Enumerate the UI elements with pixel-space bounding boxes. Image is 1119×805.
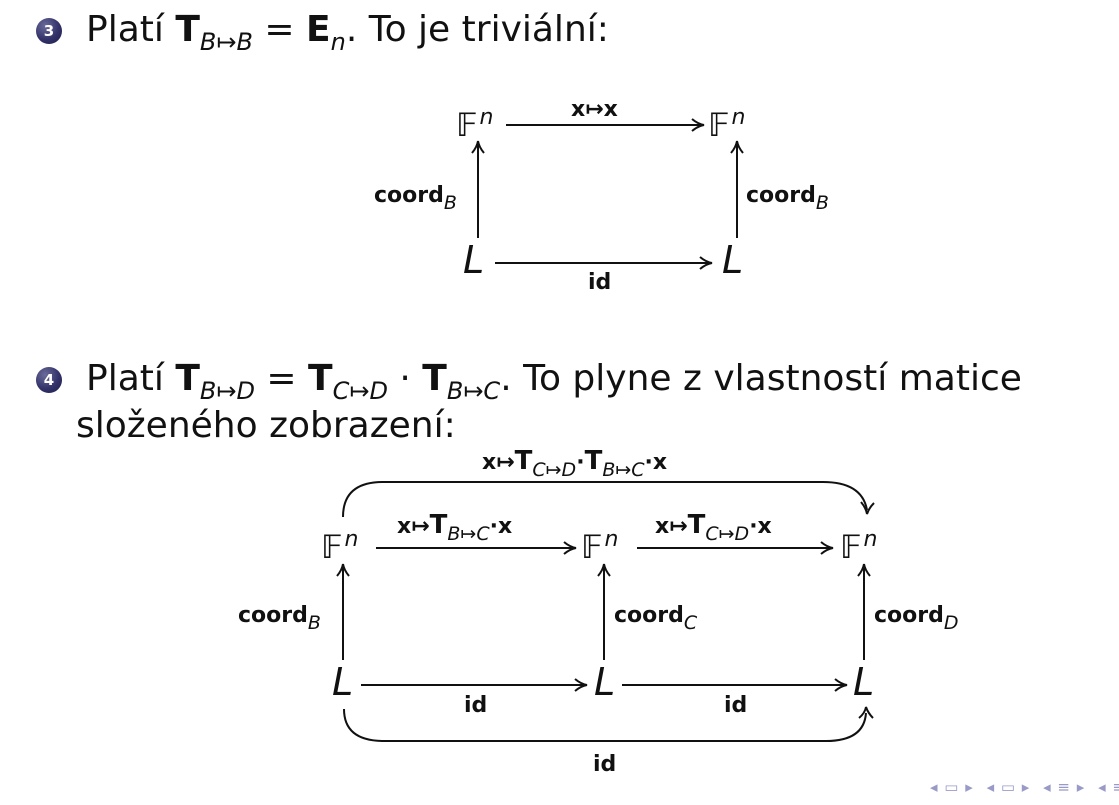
diagram-2-bottom-right-node: L	[853, 660, 875, 704]
nav-subsection-icon[interactable]: ◂ ▭ ▸	[986, 778, 1031, 796]
diagram-1-top-arrow-label: x↦x	[571, 97, 618, 122]
diagram-2-top-arc-label: x↦TC↦D·TB↦C·x	[482, 446, 668, 481]
item-4-text-line-2: složeného zobrazení:	[76, 405, 456, 446]
diagram-2-top-middle-node: 𝔽n	[581, 527, 619, 566]
diagram-1-left-label: coordB	[374, 183, 457, 214]
diagram-1-top-left-node: 𝔽n	[456, 105, 494, 144]
diagram-2-coord-b-label: coordB	[238, 603, 321, 634]
diagram-2-arrow-1-label: x↦TB↦C·x	[397, 510, 513, 545]
item-3-text: Platí TB↦B = En. To je triviální:	[86, 9, 609, 56]
diagram-1-bottom-left-node: L	[463, 238, 485, 282]
diagram-1-right-label: coordB	[746, 183, 829, 214]
diagram-2-arrow-2-label: x↦TC↦D·x	[655, 510, 772, 545]
diagram-2-id-1-label: id	[464, 693, 488, 718]
nav-section-icon[interactable]: ◂ ≡ ▸	[1043, 778, 1086, 796]
diagram-2-id-2-label: id	[724, 693, 748, 718]
item-3-bullet: 3	[36, 18, 62, 44]
diagram-1-top-right-node: 𝔽n	[708, 105, 746, 144]
item-4-text: Platí TB↦D = TC↦D · TB↦C. To plyne z vla…	[86, 358, 1022, 405]
item-4-bullet: 4	[36, 367, 62, 393]
diagram-2-coord-d-label: coordD	[874, 603, 959, 634]
diagram-2-id-arc-label: id	[593, 752, 617, 777]
diagram-2-coord-c-label: coordC	[614, 603, 698, 634]
diagram-2-bottom-left-node: L	[332, 660, 354, 704]
diagram-2-top-right-node: 𝔽n	[840, 527, 878, 566]
nav-frame-icon[interactable]: ◂ ▭ ▸	[930, 778, 974, 796]
diagram-1-bottom-arrow-label: id	[588, 270, 612, 295]
diagram-2-bottom-middle-node: L	[594, 660, 616, 704]
diagram-1-bottom-right-node: L	[722, 238, 744, 282]
nav-document-icon[interactable]: ◂ ≡ ▸	[1098, 778, 1119, 796]
beamer-navigation-bar: ◂ ▭ ▸ ◂ ▭ ▸ ◂ ≡ ▸ ◂ ≡ ▸ ≡	[930, 778, 1119, 796]
diagram-2-top-left-node: 𝔽n	[321, 527, 359, 566]
